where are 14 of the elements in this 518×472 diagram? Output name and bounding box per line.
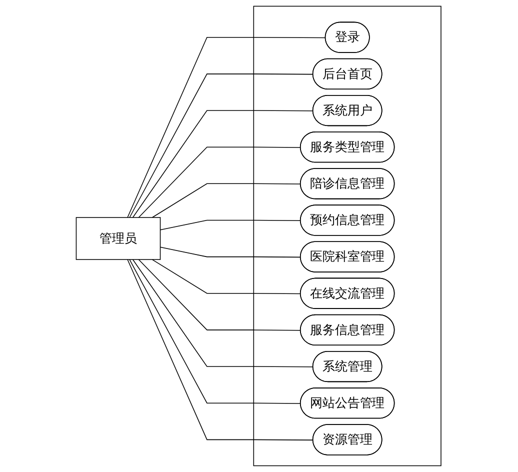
connector [160,220,302,230]
connector [128,259,314,440]
cluster [254,6,442,466]
connector [132,259,314,368]
connector [152,183,302,218]
node-box: 管理员 [76,217,162,260]
connector [138,146,302,218]
connector [130,259,302,404]
connector [128,36,326,218]
connector [152,259,302,294]
connector [138,259,302,331]
connector [132,110,314,218]
connector [130,74,314,218]
connector [160,246,302,258]
